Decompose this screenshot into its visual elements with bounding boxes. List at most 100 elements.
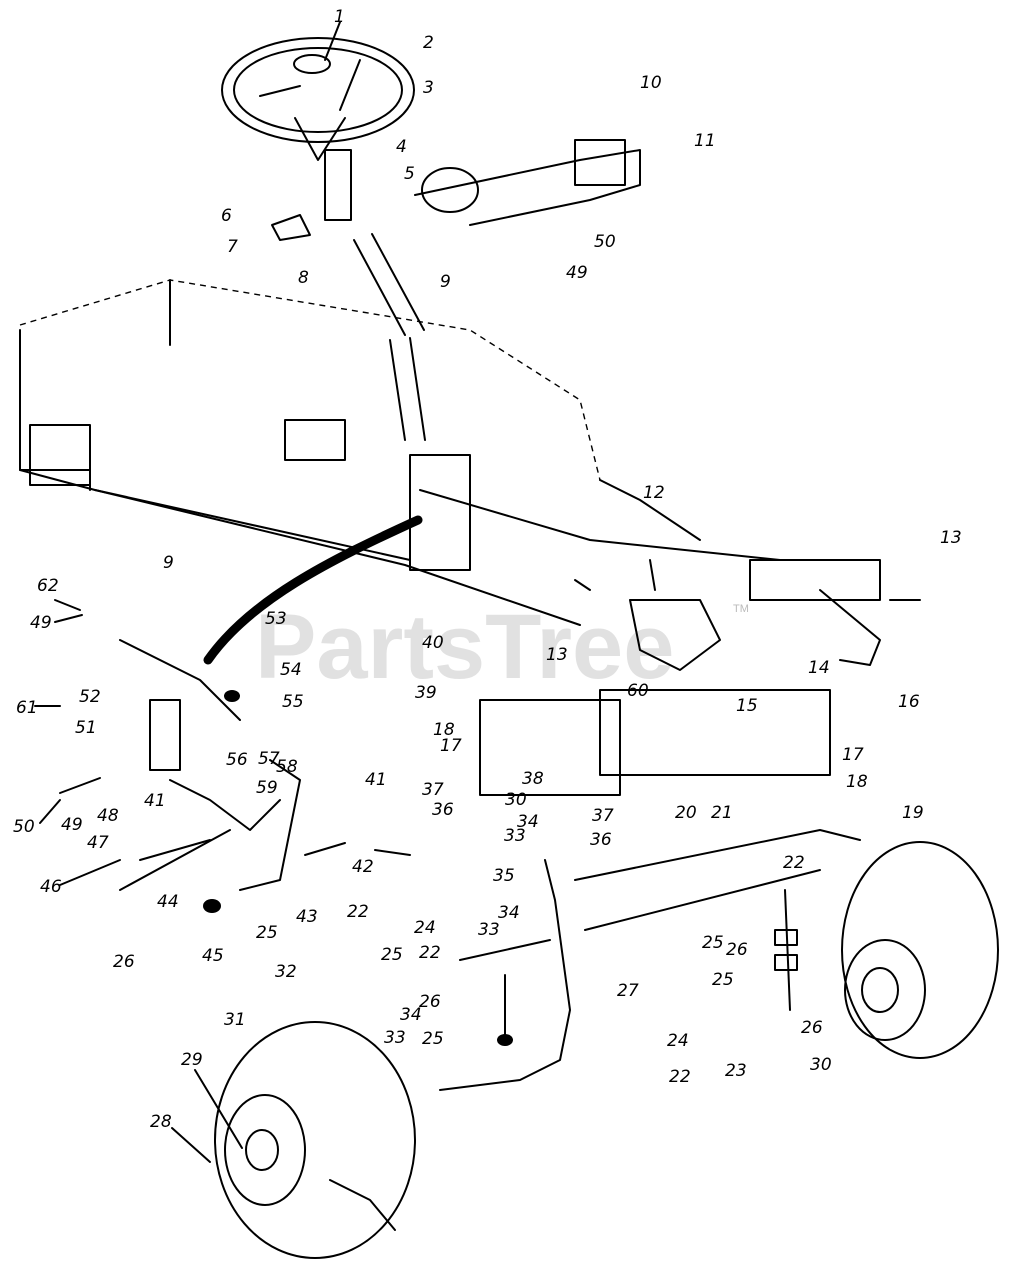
watermark-trademark: TM	[733, 603, 749, 615]
steering-arm-left	[59, 639, 411, 913]
callout: 58	[276, 757, 298, 777]
callout: 33	[504, 826, 526, 846]
callout: 53	[265, 609, 287, 629]
callout: 59	[256, 778, 278, 798]
callout: 10	[640, 73, 662, 93]
callout: 34	[498, 903, 520, 923]
callout: 36	[432, 800, 454, 820]
spindle-left	[497, 974, 513, 1046]
callout: 23	[725, 1061, 747, 1081]
callout: 54	[280, 660, 302, 680]
callout: 30	[810, 1055, 832, 1075]
callout: 24	[667, 1031, 689, 1051]
callout: 25	[422, 1029, 444, 1049]
callout: 13	[940, 528, 962, 548]
callout: 17	[440, 736, 462, 756]
callout: 41	[365, 770, 387, 790]
callout-labels: 1 2 3 10 11 4 5 6 7 8 9 50 49 12 13 62 9…	[13, 7, 962, 1132]
right-wheel	[841, 841, 999, 1059]
callout: 26	[419, 992, 441, 1012]
frame-body	[19, 279, 851, 626]
callout: 50	[594, 232, 616, 252]
drag-link	[203, 515, 423, 665]
callout: 45	[202, 946, 224, 966]
callout: 16	[898, 692, 920, 712]
steering-wheel	[221, 37, 415, 161]
callout: 37	[422, 780, 444, 800]
callout: 61	[16, 698, 38, 718]
axle-bracket	[479, 559, 921, 796]
callout: 40	[422, 633, 444, 653]
clip-part	[271, 214, 311, 241]
watermark-text: PartsTree	[255, 596, 674, 698]
leader-lines	[34, 21, 341, 1163]
callout: 22	[347, 902, 369, 922]
callout: 19	[902, 803, 924, 823]
callout: 35	[493, 866, 515, 886]
steering-shaft	[324, 149, 426, 441]
callout: 25	[702, 933, 724, 953]
callout: 57	[258, 749, 280, 769]
callout: 41	[144, 791, 166, 811]
spindle-right	[774, 889, 798, 1011]
callout: 49	[61, 815, 83, 835]
callout: 24	[414, 918, 436, 938]
callout: 13	[546, 645, 568, 665]
callout: 56	[226, 750, 248, 770]
callout: 2	[423, 33, 434, 53]
callout: 6	[221, 206, 232, 226]
callout: 36	[590, 830, 612, 850]
callout: 39	[415, 683, 437, 703]
left-wheel	[214, 1021, 416, 1259]
callout: 21	[711, 803, 733, 823]
callout: 26	[726, 940, 748, 960]
callout: 18	[433, 720, 455, 740]
callout: 26	[801, 1018, 823, 1038]
callout: 26	[113, 952, 135, 972]
callout: 29	[181, 1050, 203, 1070]
callout: 9	[440, 272, 451, 292]
callout: 3	[423, 78, 434, 98]
callout: 8	[298, 268, 309, 288]
callout: 18	[846, 772, 868, 792]
callout: 11	[694, 131, 716, 151]
callout: 32	[275, 962, 297, 982]
callout: 25	[256, 923, 278, 943]
steering-gear	[414, 139, 641, 226]
callout: 50	[13, 817, 35, 837]
callout: 22	[783, 853, 805, 873]
callout: 27	[617, 981, 639, 1001]
front-axle	[439, 829, 861, 1091]
callout: 15	[736, 696, 758, 716]
callout: 22	[419, 943, 441, 963]
callout: 25	[381, 945, 403, 965]
callout: 52	[79, 687, 101, 707]
callout: 49	[30, 613, 52, 633]
callout: 5	[404, 164, 415, 184]
callout: 4	[396, 137, 407, 157]
callout: 44	[157, 892, 179, 912]
callout: 9	[163, 553, 174, 573]
callout: 31	[224, 1010, 246, 1030]
callout: 37	[592, 806, 614, 826]
callout: 33	[384, 1028, 406, 1048]
callout: 30	[505, 790, 527, 810]
callout: 51	[75, 718, 97, 738]
callout: 60	[627, 681, 649, 701]
callout: 14	[808, 658, 830, 678]
callout: 46	[40, 877, 62, 897]
callout: 43	[296, 907, 318, 927]
callout: 17	[842, 745, 864, 765]
callout: 42	[352, 857, 374, 877]
callout: 48	[97, 806, 119, 826]
callout: 22	[669, 1067, 691, 1087]
callout: 33	[478, 920, 500, 940]
callout: 49	[566, 263, 588, 283]
callout: 1	[334, 7, 345, 27]
callout: 34	[400, 1005, 422, 1025]
callout: 34	[517, 812, 539, 832]
callout: 55	[282, 692, 304, 712]
callout: 47	[87, 833, 109, 853]
callout: 20	[675, 803, 697, 823]
